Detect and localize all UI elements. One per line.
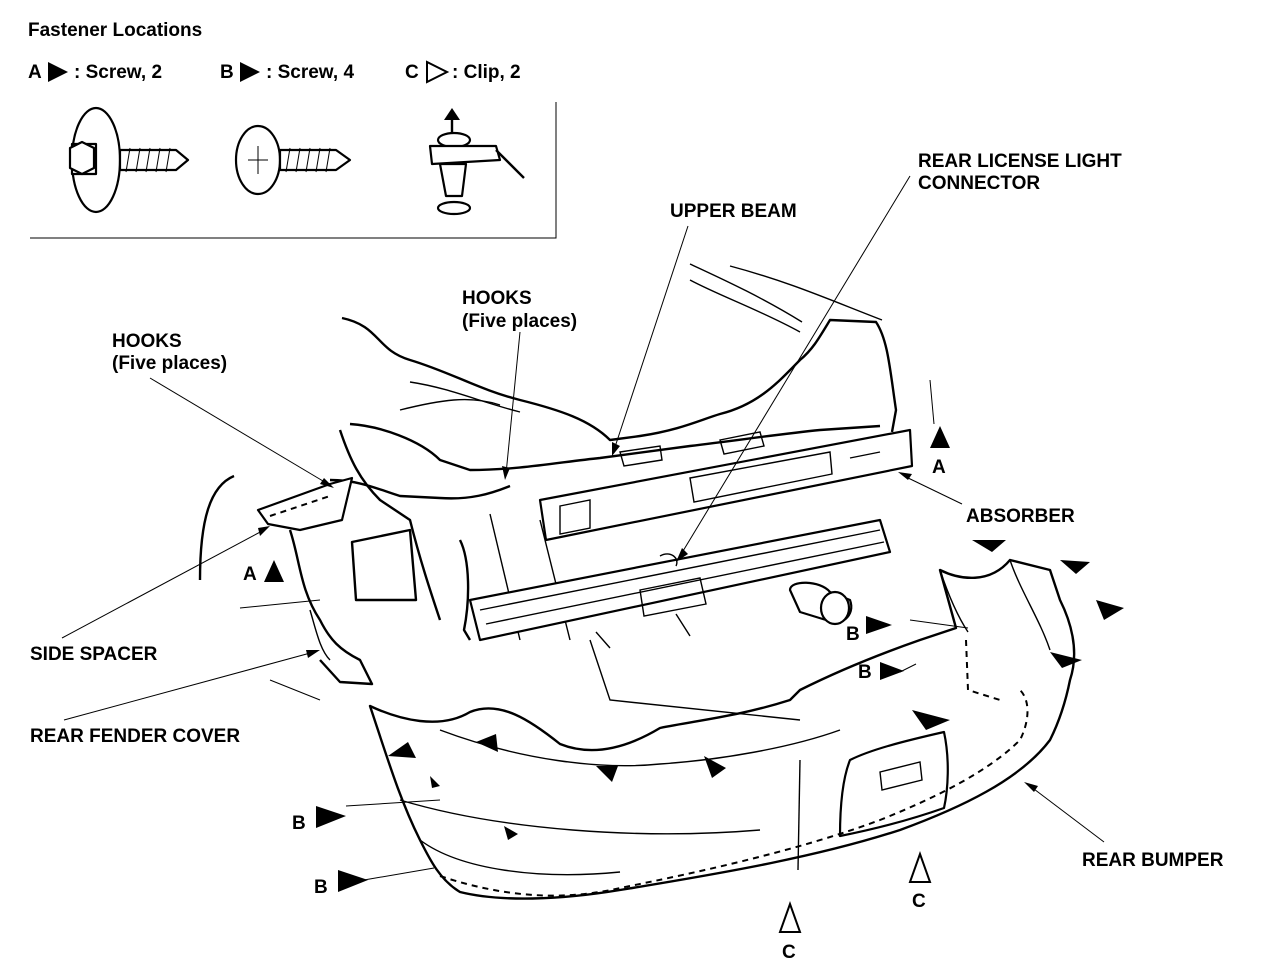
open-triangle-icon bbox=[908, 851, 932, 883]
marker-c-1: C bbox=[912, 891, 926, 912]
rear-body-panel bbox=[198, 263, 898, 721]
label-hooks-left: HOOKS bbox=[112, 331, 182, 352]
rear-bumper bbox=[368, 558, 1076, 900]
upper-beam bbox=[538, 428, 914, 542]
flange-screw-icon bbox=[68, 106, 190, 214]
legend-item-a: A : Screw, 2 bbox=[28, 62, 162, 83]
legend-title: Fastener Locations bbox=[28, 20, 202, 41]
filled-triangle-icon bbox=[264, 560, 284, 582]
leader-lines bbox=[61, 175, 1105, 881]
filled-triangle-icon bbox=[316, 806, 346, 828]
label-side-spacer: SIDE SPACER bbox=[30, 644, 158, 665]
label-rear-bumper: REAR BUMPER bbox=[1082, 850, 1224, 871]
marker-c-2: C bbox=[782, 942, 796, 963]
label-absorber: ABSORBER bbox=[966, 506, 1075, 527]
arrow-icon bbox=[912, 710, 950, 730]
filled-triangle-icon bbox=[338, 870, 368, 892]
open-triangle-icon bbox=[426, 60, 450, 84]
label-rear-fender-cover: REAR FENDER COVER bbox=[30, 726, 240, 747]
pan-head-screw-icon bbox=[234, 124, 352, 196]
label-rear-license-light-connector-1: REAR LICENSE LIGHT bbox=[918, 151, 1122, 172]
marker-b-2: B bbox=[858, 662, 872, 683]
arrow-icon bbox=[504, 826, 518, 840]
legend-text-b-visible: : Screw, 4 bbox=[266, 62, 354, 83]
filled-triangle-icon bbox=[866, 616, 892, 634]
marker-b-3: B bbox=[292, 813, 306, 834]
filled-triangle-icon bbox=[930, 426, 950, 448]
rear-fender-cover bbox=[309, 609, 331, 661]
legend-letter-b: B bbox=[220, 62, 234, 83]
filled-triangle-icon bbox=[48, 62, 68, 82]
open-triangle-icon bbox=[778, 901, 802, 933]
legend-letter-c: C bbox=[405, 62, 419, 83]
legend-text-c: : Clip, 2 bbox=[452, 62, 521, 83]
side-spacer bbox=[256, 476, 354, 532]
pull-arrows bbox=[388, 540, 1124, 840]
arrow-icon bbox=[430, 776, 440, 788]
arrow-icon bbox=[476, 734, 498, 752]
label-hooks-center: HOOKS bbox=[462, 288, 532, 309]
label-hooks-center-note: (Five places) bbox=[462, 311, 577, 332]
legend-item-b: B : Clip, 2 : Screw, 4 bbox=[220, 62, 354, 83]
arrow-icon bbox=[388, 742, 416, 758]
marker-a-left: A bbox=[243, 564, 257, 585]
arrow-icon bbox=[1060, 560, 1090, 574]
push-clip-icon bbox=[428, 108, 525, 216]
filled-triangle-icon bbox=[240, 62, 260, 82]
legend-text-a: : Screw, 2 bbox=[74, 62, 162, 83]
legend-item-c: C : Clip, 2 bbox=[405, 60, 521, 84]
label-rear-license-light-connector-2: CONNECTOR bbox=[918, 173, 1040, 194]
marker-a-right: A bbox=[932, 457, 946, 478]
label-hooks-left-note: (Five places) bbox=[112, 353, 227, 374]
filled-triangle-icon bbox=[880, 662, 904, 680]
label-upper-beam: UPPER BEAM bbox=[670, 201, 797, 222]
arrow-icon bbox=[596, 766, 618, 782]
arrow-icon bbox=[1050, 652, 1082, 668]
arrow-icon bbox=[704, 756, 726, 778]
legend-letter-a: A bbox=[28, 62, 42, 83]
arrow-icon bbox=[972, 540, 1006, 552]
legend-box-border bbox=[30, 102, 557, 239]
callout-labels: REAR LICENSE LIGHT CONNECTOR UPPER BEAM … bbox=[30, 151, 1224, 871]
fastener-markers: A A B B B B C C bbox=[243, 426, 950, 963]
arrow-icon bbox=[1096, 600, 1124, 620]
marker-b-1: B bbox=[846, 624, 860, 645]
marker-b-4: B bbox=[314, 877, 328, 898]
absorber bbox=[468, 518, 892, 649]
fastener-legend: Fastener Locations A : Screw, 2 B : Clip… bbox=[28, 20, 557, 239]
